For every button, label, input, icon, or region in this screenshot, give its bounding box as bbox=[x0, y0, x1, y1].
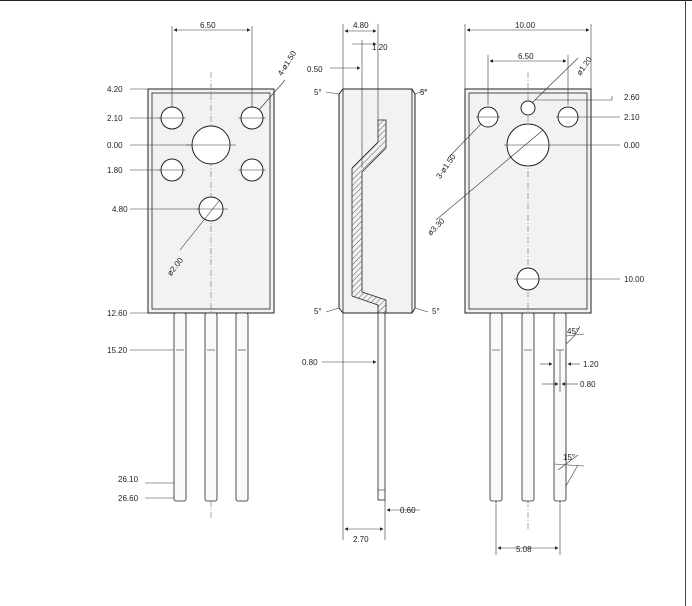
front-y-label-4: 1.80 bbox=[107, 166, 123, 175]
back-y-label-4: 10.00 bbox=[624, 275, 645, 284]
front-y-label-2: 2.10 bbox=[107, 114, 123, 123]
front-lead-left bbox=[173, 312, 187, 502]
front-y-label-7: 15.20 bbox=[107, 346, 128, 355]
front-dim-hole: 4-ø1.50 bbox=[276, 49, 299, 78]
back-lead-right bbox=[553, 312, 567, 502]
front-y-label-8: 26.10 bbox=[118, 475, 139, 484]
back-dim-080: 0.80 bbox=[580, 380, 596, 389]
back-dim-holes: 3-ø1.50 bbox=[434, 152, 458, 180]
front-y-label-3: 0.00 bbox=[107, 141, 123, 150]
side-dim-bottom: 2.70 bbox=[353, 535, 369, 544]
front-lead-center bbox=[204, 312, 218, 502]
side-view: 4.80 1.20 0.50 5° 5° 5° 5° 0.80 0.60 bbox=[302, 21, 440, 544]
back-dim-width: 10.00 bbox=[515, 21, 536, 30]
side-body bbox=[338, 88, 416, 314]
back-dim-inner: 6.50 bbox=[518, 52, 534, 61]
side-dim-top2: 1.20 bbox=[372, 43, 388, 52]
back-dim-angle45: 45° bbox=[567, 327, 579, 336]
side-dim-lead-left: 0.80 bbox=[302, 358, 318, 367]
front-view: 6.50 4-ø1.50 ø2.00 4.20 2.10 0.00 1.80 4… bbox=[107, 21, 298, 520]
side-lead bbox=[377, 312, 386, 501]
side-angle-tl: 5° bbox=[314, 88, 322, 97]
back-dim-big-hole: ø3.30 bbox=[426, 216, 447, 237]
side-angle-bl: 5° bbox=[314, 307, 322, 316]
back-hole-small bbox=[520, 100, 536, 116]
front-y-label-1: 4.20 bbox=[107, 85, 123, 94]
front-dim-width: 6.50 bbox=[200, 21, 216, 30]
side-dim-050: 0.50 bbox=[307, 65, 323, 74]
back-lead-left bbox=[489, 312, 503, 502]
side-dim-top: 4.80 bbox=[353, 21, 369, 30]
front-y-label-6: 12.60 bbox=[107, 309, 128, 318]
right-border-line bbox=[685, 0, 686, 606]
side-dim-lead-bottom: 0.60 bbox=[400, 506, 416, 515]
front-y-label-9: 26.60 bbox=[118, 494, 139, 503]
side-angle-tr: 5° bbox=[420, 88, 428, 97]
side-angle-br: 5° bbox=[432, 307, 440, 316]
back-y-label-3: 0.00 bbox=[624, 141, 640, 150]
back-y-label-1: 2.60 bbox=[624, 93, 640, 102]
front-y-label-5: 4.80 bbox=[112, 205, 128, 214]
back-dim-angle15: 15° bbox=[563, 453, 575, 462]
back-dim-120: 1.20 bbox=[583, 360, 599, 369]
front-lead-right bbox=[235, 312, 249, 502]
top-border-line bbox=[0, 0, 692, 1]
back-view: 10.00 6.50 ø1.20 3-ø1.50 ø3.30 2.60 2.10… bbox=[426, 21, 645, 555]
back-y-label-2: 2.10 bbox=[624, 113, 640, 122]
back-dim-pitch: 5.08 bbox=[516, 545, 532, 554]
side-internal-tab bbox=[351, 119, 387, 314]
back-lead-center bbox=[521, 312, 535, 502]
